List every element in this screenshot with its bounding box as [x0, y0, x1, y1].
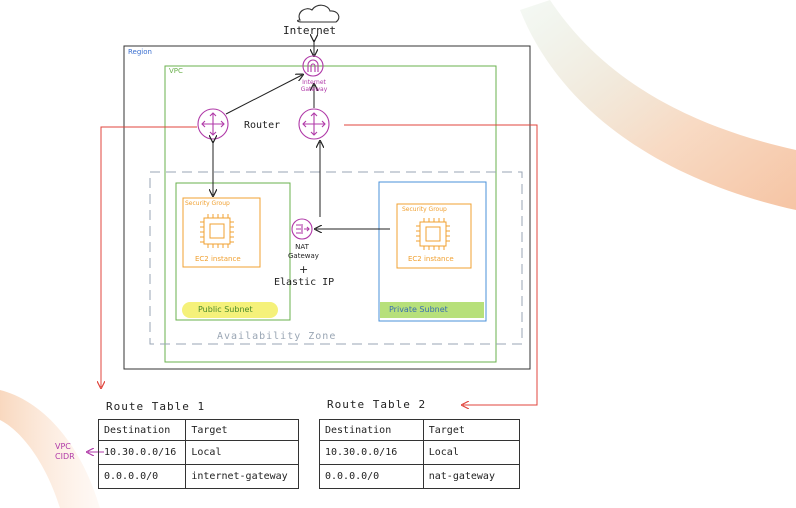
private-subnet-highlight: [380, 302, 484, 318]
route-table-2-cell: nat-gateway: [422, 464, 521, 489]
nat-label-line2: Gateway: [288, 252, 319, 260]
public-subnet-highlight: [182, 302, 278, 318]
route-table-2-header-target: Target: [422, 419, 521, 441]
route-table-2-cell: 10.30.0.0/16: [319, 440, 424, 465]
internet-label: Internet: [283, 24, 336, 37]
nat-router-to-route-table-2-link: [344, 124, 538, 405]
table-row: 10.30.0.0/16 Local: [97, 440, 299, 465]
router-label: Router: [244, 120, 281, 131]
vpc-box: [164, 65, 497, 363]
route-table-2: Destination Target 10.30.0.0/16 Local 0.…: [319, 419, 521, 489]
router-icon: [197, 108, 229, 140]
route-table-2-title: Route Table 2: [327, 398, 427, 411]
table-row: Destination Target: [97, 419, 299, 441]
private-security-group-box: [396, 203, 472, 269]
route-table-2-cell: 0.0.0.0/0: [319, 464, 424, 489]
igw-label-line2: Gateway: [300, 86, 328, 93]
route-table-1-cell: Local: [185, 440, 299, 465]
igw-label-line1: Internet: [302, 79, 326, 86]
internet-gateway-label: Internet Gateway: [300, 79, 328, 93]
nat-plus-sign: +: [299, 263, 309, 276]
public-security-group-box: [182, 197, 261, 268]
route-table-1-header-target: Target: [185, 419, 299, 441]
region-box: [123, 45, 531, 370]
route-table-2-cell: Local: [422, 440, 521, 465]
region-label: Region: [128, 48, 152, 56]
nat-gateway-icon: [291, 218, 313, 240]
public-subnet-box: [175, 182, 291, 321]
nat-label-line1: NAT: [295, 243, 309, 251]
private-subnet-box: [378, 181, 487, 322]
router-to-igw-arrow: [225, 75, 302, 115]
elastic-ip-label: Elastic IP: [274, 277, 335, 288]
table-row: 0.0.0.0/0 internet-gateway: [97, 464, 299, 489]
public-subnet-label: Public Subnet: [198, 305, 253, 314]
private-ec2-label: EC2 instance: [408, 255, 454, 263]
decorative-swoosh-bottom-left: [0, 390, 100, 508]
vpc-cidr-line2: CIDR: [55, 452, 75, 461]
route-table-1-cell: internet-gateway: [185, 464, 299, 489]
route-table-1-cell: 10.30.0.0/16: [97, 440, 187, 465]
route-table-1-title: Route Table 1: [106, 400, 206, 413]
table-row: Destination Target: [319, 419, 521, 441]
decorative-swoosh-top-right: [520, 0, 796, 210]
nat-gateway-label: NAT Gateway: [288, 243, 319, 261]
table-row: 0.0.0.0/0 nat-gateway: [319, 464, 521, 489]
route-table-1-cell: 0.0.0.0/0: [97, 464, 187, 489]
vpc-cidr-line1: VPC: [55, 442, 71, 451]
ec2-chip-icon-public: [200, 214, 234, 248]
private-security-group-label: Security Group: [402, 206, 447, 213]
route-table-1: Destination Target 10.30.0.0/16 Local 0.…: [97, 419, 299, 489]
availability-zone-box: [149, 171, 523, 345]
public-ec2-label: EC2 instance: [195, 255, 241, 263]
ec2-chip-icon-private: [416, 218, 450, 250]
route-table-2-header-destination: Destination: [319, 419, 424, 441]
route-table-1-header-destination: Destination: [97, 419, 187, 441]
availability-zone-label: Availability Zone: [217, 331, 337, 342]
public-security-group-label: Security Group: [185, 200, 230, 207]
vpc-cidr-label: VPC CIDR: [55, 442, 75, 462]
nat-router-icon: [298, 108, 330, 140]
internet-gateway-icon: [302, 55, 324, 77]
vpc-label: VPC: [169, 67, 183, 75]
cloud-icon: [297, 4, 340, 23]
router-to-route-table-1-link: [101, 126, 197, 387]
table-row: 10.30.0.0/16 Local: [319, 440, 521, 465]
private-subnet-label: Private Subnet: [389, 305, 448, 314]
